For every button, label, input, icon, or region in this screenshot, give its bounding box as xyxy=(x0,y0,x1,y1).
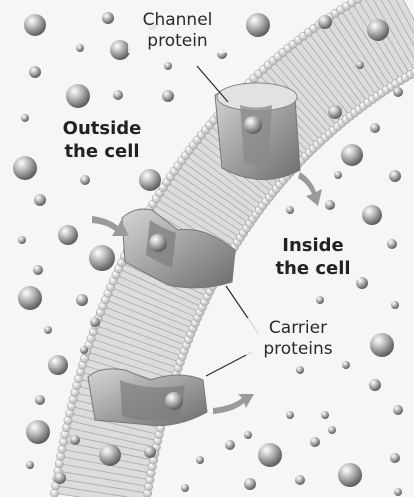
molecule xyxy=(21,114,29,122)
molecule xyxy=(54,472,66,484)
molecule xyxy=(390,453,400,463)
channel-molecule xyxy=(244,116,262,134)
carrier-molecule-upper xyxy=(149,234,167,252)
molecule xyxy=(246,13,270,37)
molecule xyxy=(370,123,380,133)
carrier-proteins-label: Carrier proteins xyxy=(246,318,350,361)
molecule xyxy=(393,87,403,97)
molecule xyxy=(18,286,42,310)
arrow-carrier-exit xyxy=(213,394,254,414)
channel-protein-label-line2: protein xyxy=(130,31,225,52)
molecule xyxy=(89,245,115,271)
molecule xyxy=(244,478,256,490)
molecule xyxy=(321,411,329,419)
lipid-head xyxy=(50,489,58,497)
molecule xyxy=(341,144,363,166)
molecule xyxy=(367,19,389,41)
molecule xyxy=(144,446,156,458)
molecule xyxy=(162,90,174,102)
molecule xyxy=(362,205,382,225)
molecule xyxy=(76,294,88,306)
molecule xyxy=(244,431,252,439)
molecule xyxy=(44,326,52,334)
molecule xyxy=(258,443,282,467)
carrier-proteins-label-line1: Carrier xyxy=(248,318,348,339)
molecule xyxy=(58,225,78,245)
molecule xyxy=(391,301,399,309)
molecule xyxy=(393,405,403,415)
molecule xyxy=(29,66,41,78)
lipid-head xyxy=(56,452,64,460)
molecule xyxy=(24,14,46,36)
molecule xyxy=(66,84,90,108)
molecule xyxy=(389,170,401,182)
molecule xyxy=(225,440,235,450)
molecule xyxy=(33,265,43,275)
arrow-channel-inward xyxy=(298,172,322,206)
molecule xyxy=(338,463,362,487)
molecule xyxy=(370,333,394,357)
channel-protein xyxy=(215,83,300,180)
inside-cell-label-line2: the cell xyxy=(268,258,358,281)
molecule xyxy=(310,437,320,447)
molecule xyxy=(328,105,342,119)
inside-cell-label: Inside the cell xyxy=(266,235,360,280)
molecule xyxy=(80,346,88,354)
molecule xyxy=(26,461,34,469)
molecule xyxy=(394,488,402,496)
molecule xyxy=(99,444,121,466)
molecule xyxy=(90,317,100,327)
channel-protein-label-line1: Channel xyxy=(130,10,225,31)
molecule xyxy=(102,12,114,24)
molecule xyxy=(296,366,304,374)
molecule xyxy=(139,169,161,191)
molecule xyxy=(18,236,26,244)
molecule xyxy=(70,435,80,445)
lipid-head xyxy=(55,459,63,467)
channel-leader-line xyxy=(197,66,228,102)
molecule xyxy=(35,395,45,405)
outside-cell-label: Outside the cell xyxy=(50,118,154,163)
molecule xyxy=(334,171,342,179)
molecule xyxy=(80,175,90,185)
molecule xyxy=(26,420,50,444)
lipid-head xyxy=(58,445,66,453)
molecule xyxy=(316,296,324,304)
molecule xyxy=(13,156,37,180)
molecule xyxy=(181,484,189,492)
molecule xyxy=(325,200,335,210)
molecule xyxy=(113,90,123,100)
molecule xyxy=(369,379,381,391)
molecule xyxy=(34,194,46,206)
inside-cell-label-line1: Inside xyxy=(268,235,358,258)
molecule xyxy=(328,426,336,434)
molecule xyxy=(110,40,130,60)
molecule xyxy=(286,206,294,214)
molecule xyxy=(48,355,68,375)
outside-cell-label-line2: the cell xyxy=(52,141,152,164)
molecule xyxy=(196,456,204,464)
molecule xyxy=(387,239,397,249)
carrier-proteins-label-line2: proteins xyxy=(248,339,348,360)
molecule xyxy=(356,61,364,69)
channel-protein-label: Channel protein xyxy=(128,10,227,53)
molecule xyxy=(286,411,294,419)
carrier-molecule-lower xyxy=(165,392,183,410)
molecule xyxy=(342,361,350,369)
outside-cell-label-line1: Outside xyxy=(52,118,152,141)
molecule xyxy=(295,475,305,485)
molecule xyxy=(164,62,172,70)
molecule xyxy=(318,15,332,29)
lipid-head xyxy=(59,438,67,446)
molecule xyxy=(76,44,84,52)
